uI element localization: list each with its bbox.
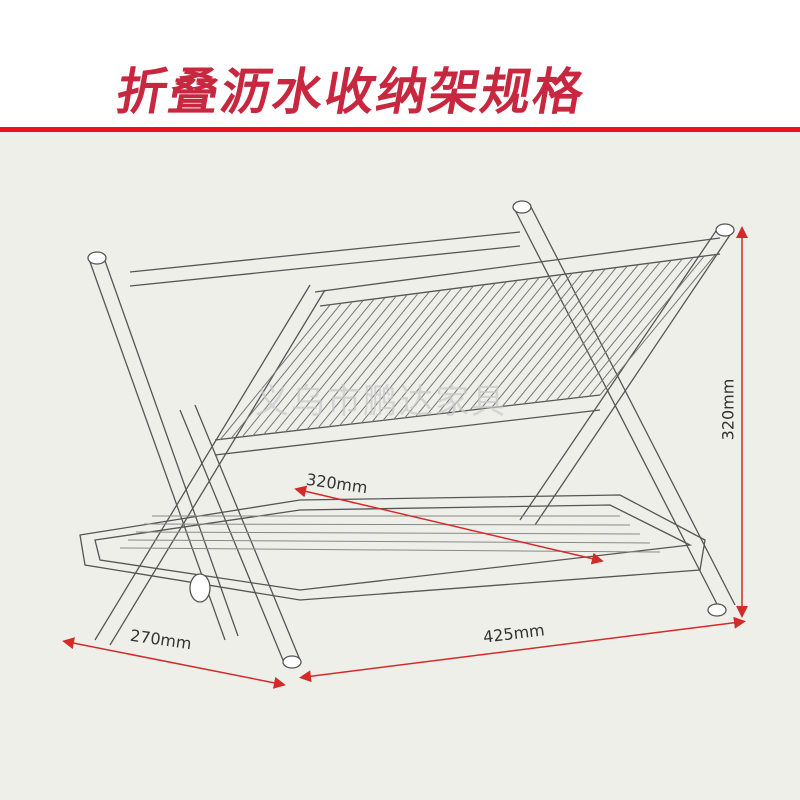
rack-slats (219, 254, 716, 441)
rack-slat (588, 256, 705, 397)
rack-slat (436, 276, 551, 415)
rack-slat (567, 258, 683, 400)
rack-slat (263, 298, 375, 436)
rack-slat (447, 274, 562, 414)
end-cap (707, 603, 727, 617)
rack-slat (317, 291, 430, 429)
tray-rib (135, 531, 641, 535)
end-cap (282, 655, 302, 669)
rack-slat (545, 261, 661, 402)
rack-slat (415, 278, 529, 418)
rack-slat (219, 304, 331, 441)
rack-slat (241, 301, 353, 438)
rack-slat (577, 257, 694, 398)
rack-slat (339, 288, 452, 427)
rack-slat (252, 300, 364, 437)
inner-length-arrow (294, 485, 604, 565)
rack-slat (349, 287, 463, 425)
tray-rib (143, 523, 631, 526)
height-label: 320mm (718, 378, 738, 441)
width-arrow (299, 616, 746, 683)
rack-slat (273, 297, 386, 434)
rack-slat (328, 290, 441, 428)
rack-slat (382, 283, 496, 422)
watermark: 义乌市鹏达家具 (255, 382, 507, 422)
end-cap (87, 251, 107, 265)
rack-slat (284, 296, 397, 433)
rack-slat (458, 273, 573, 413)
tray-grid (119, 515, 661, 553)
rack-slat (491, 268, 606, 409)
end-cap (512, 200, 532, 214)
end-cap (715, 223, 735, 237)
rack-slat (480, 270, 595, 410)
rack-slat (295, 294, 408, 432)
rack-slat (469, 271, 584, 411)
rack-slat (556, 260, 672, 401)
rack-slat (523, 264, 639, 405)
rack-slat (512, 266, 628, 406)
rack-slat (360, 286, 474, 424)
hinge (189, 573, 211, 603)
tray-rib (119, 547, 661, 553)
tray-rib (127, 539, 651, 544)
header (0, 0, 800, 128)
rack-slat (534, 263, 650, 404)
rack-slat (306, 293, 419, 431)
rack-slat (371, 284, 485, 423)
rack-slat (230, 303, 342, 440)
rack-frame (79, 204, 736, 666)
rack-slat (501, 267, 617, 407)
rack-slat (599, 254, 716, 396)
rack-slat (425, 277, 540, 416)
depth-arrow (62, 637, 286, 689)
title-divider (0, 127, 800, 132)
rack-slat (404, 280, 518, 419)
rack-slat (393, 281, 507, 420)
